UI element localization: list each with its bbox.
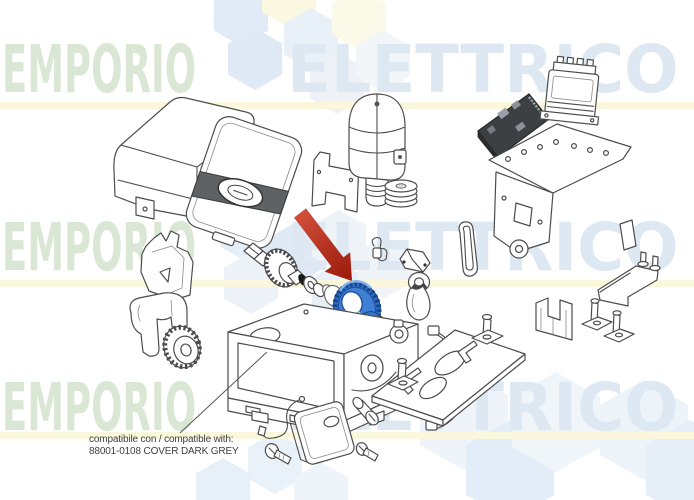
- part-tensioner: [389, 319, 409, 344]
- part-washer-stack: [384, 179, 418, 208]
- part-screw-b: [355, 442, 379, 462]
- part-clip: [371, 236, 388, 262]
- part-lock-barrel: [352, 396, 379, 426]
- callout-line-2: 88001-0108 COVER DARK GREY: [89, 445, 239, 457]
- part-release-lever: [399, 248, 431, 321]
- part-anchor-bolts: [581, 298, 635, 343]
- callout-leader-line: [179, 351, 268, 434]
- part-fixing-bracket: [597, 219, 661, 307]
- part-screw-a: [264, 443, 292, 465]
- part-transformer: [539, 55, 600, 126]
- part-circuit-board: [477, 93, 550, 165]
- watermark-underline: [0, 102, 694, 109]
- part-cable: [257, 395, 306, 439]
- watermark-text-emporio: EMPORIO: [2, 369, 197, 446]
- part-pinion-gear: [162, 324, 202, 370]
- part-access-door: [289, 401, 355, 465]
- part-front-cover: [185, 116, 303, 249]
- part-mounting-plate: [488, 123, 632, 259]
- hexagon-decoration: [512, 372, 600, 472]
- part-release-handle: [129, 292, 188, 357]
- watermark-text-emporio: EMPORIO: [2, 31, 197, 108]
- part-base-plate: [371, 313, 526, 427]
- part-fork-bracket: [535, 297, 573, 341]
- part-worm-bearing: [243, 242, 326, 298]
- hexagon-decoration: [248, 432, 302, 494]
- watermark-text-elettrico: ELETTRICO: [287, 31, 679, 108]
- part-belt: [458, 221, 478, 277]
- watermark-text-elettrico: ELETTRICO: [287, 209, 679, 286]
- compatibility-callout: compatibile con / compatible with: 88001…: [89, 434, 239, 458]
- callout-line-1: compatibile con / compatible with:: [89, 434, 234, 445]
- part-motor: [348, 93, 407, 207]
- part-limit-bracket: [140, 230, 194, 301]
- highlight-arrow: [294, 208, 352, 281]
